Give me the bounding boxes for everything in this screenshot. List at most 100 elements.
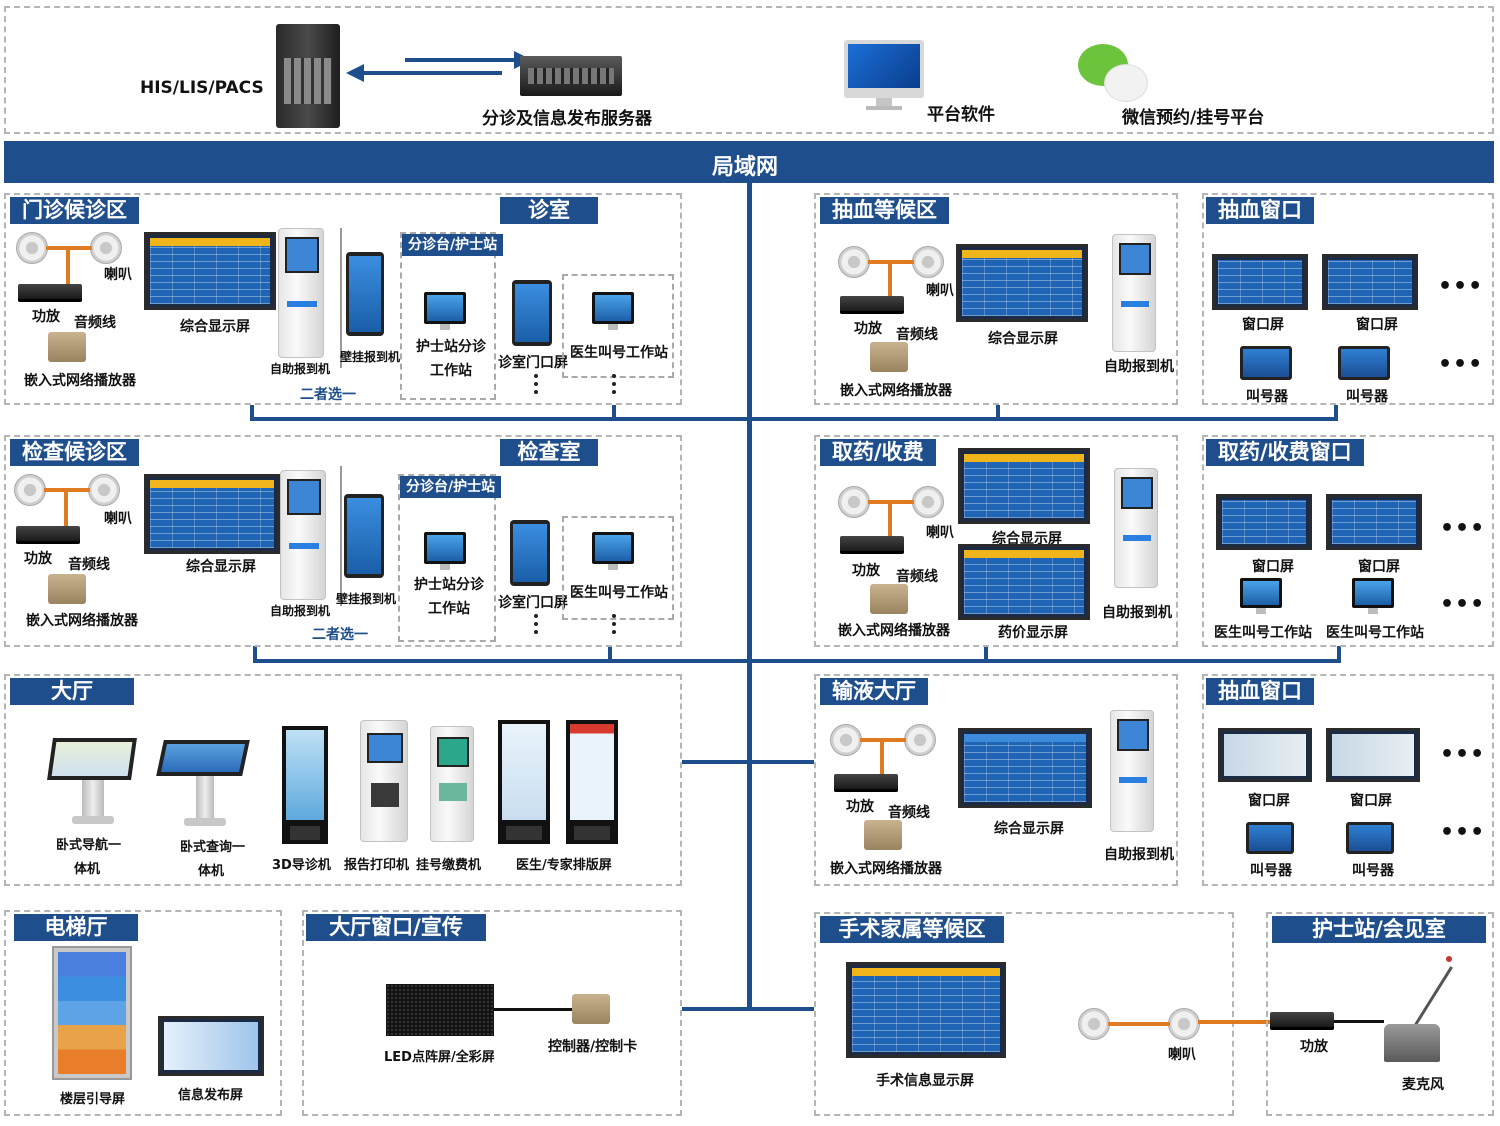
pharmacy-window-title: 取药/收费窗口 [1206, 439, 1364, 466]
info-screen-label: 信息发布屏 [178, 1088, 244, 1103]
caller-icon [1240, 346, 1292, 380]
mic-label: 麦克风 [1402, 1077, 1444, 1093]
audio-wire [888, 502, 892, 536]
speaker-icon [830, 724, 862, 756]
player-label: 嵌入式网络播放器 [26, 613, 138, 629]
amp-label: 功放 [1300, 1039, 1328, 1055]
controller-icon [572, 994, 610, 1024]
schedule-screen-icon [498, 720, 550, 844]
caller-label: 叫号器 [1352, 863, 1394, 879]
nav-label1: 卧式导航一 [56, 838, 122, 853]
nav-label2: 体机 [74, 862, 101, 877]
kiosk-icon [278, 228, 324, 358]
controller-label: 控制器/控制卡 [548, 1039, 638, 1055]
more-dots [534, 614, 538, 638]
audio-wire [1198, 1020, 1270, 1024]
floor-guide-label: 楼层引导屏 [60, 1092, 126, 1107]
speaker-label: 喇叭 [926, 283, 954, 299]
payment-label: 挂号缴费机 [416, 858, 482, 873]
window-screen-icon [1326, 728, 1420, 782]
speaker-icon [1168, 1008, 1200, 1040]
audio-wire [64, 490, 68, 526]
blood-wait-zone [814, 193, 1178, 405]
doctor-ws-label: 医生叫号工作站 [1214, 625, 1312, 641]
network-player-icon [48, 332, 86, 362]
kiosk-label: 自助报到机 [1104, 359, 1174, 375]
divider-line [340, 228, 342, 368]
payment-icon [430, 726, 474, 842]
surgery-screen-label: 手术信息显示屏 [876, 1073, 974, 1089]
amp-label: 功放 [854, 321, 882, 337]
nurse-ws-label2: 工作站 [430, 363, 472, 379]
hall-zone [4, 674, 682, 886]
speaker-icon [838, 486, 870, 518]
more-dots: ••• [1440, 516, 1486, 541]
led-screen-icon [386, 984, 494, 1036]
display-label: 综合显示屏 [992, 531, 1062, 547]
more-dots: ••• [1440, 742, 1486, 767]
row1-drop-right2 [1334, 405, 1338, 419]
wall-terminal-icon [346, 252, 384, 336]
kiosk-label: 自助报到机 [1102, 605, 1172, 621]
row2-connector [253, 659, 1341, 663]
doctor-ws-label: 医生叫号工作站 [570, 585, 668, 601]
display-screen-icon [958, 728, 1092, 808]
more-dots: ••• [1438, 352, 1484, 377]
divider-line [340, 466, 342, 606]
backbone-vertical [747, 183, 752, 1011]
blood-window2-title: 抽血窗口 [1206, 678, 1314, 705]
speaker-icon [14, 474, 46, 506]
amp-label: 功放 [852, 563, 880, 579]
price-label: 药价显示屏 [998, 625, 1068, 641]
wechat-label: 微信预约/挂号平台 [1122, 108, 1265, 128]
amplifier-icon [840, 296, 904, 314]
blood-wait-title: 抽血等候区 [820, 197, 949, 224]
door-screen-icon [512, 280, 552, 346]
surgery-zone [814, 912, 1234, 1116]
amplifier-icon [1270, 1012, 1334, 1030]
nurse-title: 分诊台/护士站 [402, 234, 504, 256]
display-screen-icon [144, 232, 276, 310]
display-label: 综合显示屏 [186, 559, 256, 575]
speaker-label: 喇叭 [926, 525, 954, 541]
blood-window-title: 抽血窗口 [1206, 197, 1314, 224]
network-player-icon [870, 584, 908, 614]
nurse-monitor-icon [424, 532, 466, 572]
row3-connector-left [682, 760, 750, 764]
blood-window2-zone [1202, 674, 1494, 886]
door-screen-icon [510, 520, 550, 586]
window-screen-label: 窗口屏 [1358, 559, 1400, 575]
audio-wire [888, 262, 892, 296]
kiosk-label: 自助报到机 [270, 362, 331, 376]
surgery-screen-icon [846, 962, 1006, 1058]
infusion-title: 输液大厅 [820, 678, 928, 705]
amplifier-icon [834, 774, 898, 792]
arrow-left-icon [346, 64, 364, 82]
row1-connector [250, 417, 1338, 421]
nurse-room-zone [1266, 912, 1494, 1116]
nurse-room-title: 护士站/会见室 [1272, 916, 1486, 943]
player-label: 嵌入式网络播放器 [24, 373, 136, 389]
speaker-label: 喇叭 [1168, 1047, 1196, 1063]
arrow-right-line [405, 58, 515, 62]
more-dots: ••• [1440, 592, 1486, 617]
floor-guide-icon [52, 946, 132, 1080]
more-dots [612, 374, 616, 398]
nurse-station-box [398, 474, 496, 642]
pharmacy-title: 取药/收费 [820, 439, 936, 466]
rack-server-icon [520, 56, 622, 96]
kiosk-label: 自助报到机 [1104, 847, 1174, 863]
surgery-title: 手术家属等候区 [820, 916, 1004, 943]
doctor-monitor-icon [1240, 578, 1282, 616]
window-screen-label: 窗口屏 [1350, 793, 1392, 809]
speaker-icon [838, 246, 870, 278]
pharmacy-window-zone [1202, 435, 1494, 647]
led-label: LED点阵屏/全彩屏 [384, 1050, 495, 1065]
kiosk-icon [1110, 710, 1154, 832]
amp-label: 功放 [24, 551, 52, 567]
choose-label: 二者选一 [300, 387, 356, 403]
amp-label: 功放 [846, 799, 874, 815]
wall-terminal-icon [344, 494, 384, 578]
lan-bar [4, 141, 1494, 183]
wire-label: 音频线 [896, 569, 938, 585]
